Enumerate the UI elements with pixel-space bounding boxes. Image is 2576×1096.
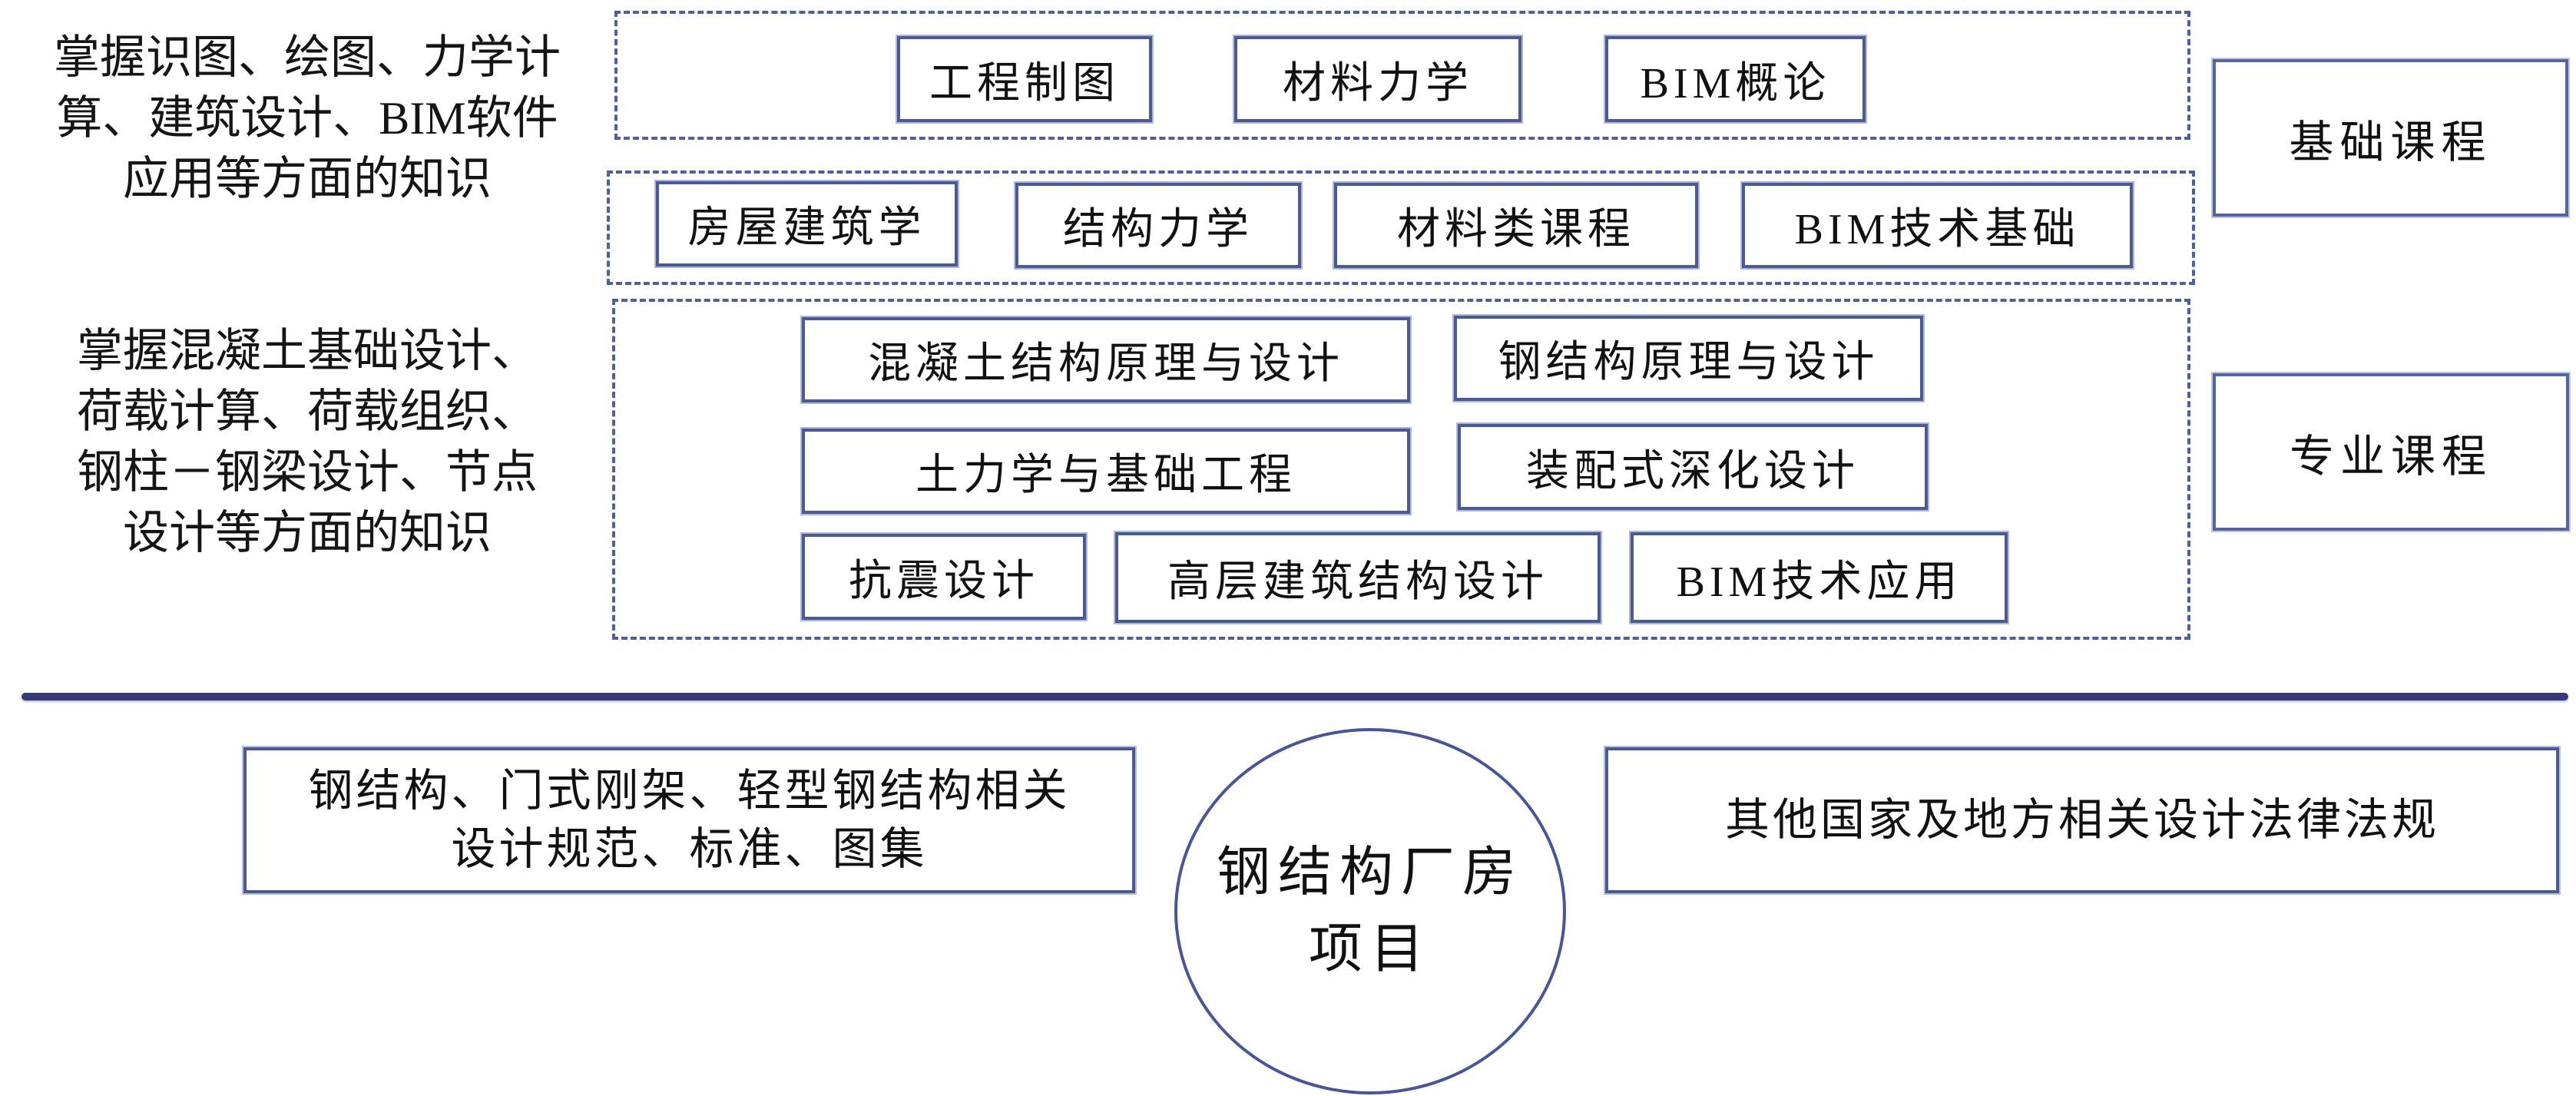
course-label: 材料力学 (1283, 59, 1473, 108)
course-group-basic-1 (614, 11, 2190, 140)
course-label: BIM技术基础 (1794, 206, 2081, 253)
course-label: 抗震设计 (849, 557, 1039, 605)
course-label: 土力学与基础工程 (916, 452, 1296, 499)
basic-knowledge-line: 掌握识图、绘图、力学计 (54, 32, 561, 83)
course-label: BIM技术应用 (1676, 558, 1962, 606)
reference-label: 其他国家及地方相关设计法律法规 (1724, 795, 2439, 845)
professional-knowledge-line: 掌握混凝土基础设计、 (77, 326, 538, 376)
category-professional-courses: 专业课程 (2213, 373, 2569, 531)
reference-box-steel-standards[interactable]: 钢结构、门式刚架、轻型钢结构相关 设计规范、标准、图集 (243, 747, 1135, 893)
course-label: BIM概论 (1640, 59, 1831, 108)
course-box-seismic-design[interactable]: 抗震设计 (802, 534, 1086, 620)
section-divider (22, 693, 2568, 700)
category-basic-courses: 基础课程 (2213, 59, 2568, 217)
reference-line: 钢结构、门式刚架、轻型钢结构相关 (308, 766, 1071, 816)
reference-line: 设计规范、标准、图集 (451, 824, 928, 874)
course-box-prefab-detailing[interactable]: 装配式深化设计 (1458, 424, 1928, 510)
course-box-materials[interactable]: 材料类课程 (1334, 183, 1698, 268)
professional-knowledge-text: 掌握混凝土基础设计、 荷载计算、荷载组织、 钢柱－钢梁设计、节点 设计等方面的知… (46, 321, 568, 564)
course-box-bim-intro[interactable]: BIM概论 (1605, 36, 1866, 122)
course-box-building-architecture[interactable]: 房屋建筑学 (656, 181, 958, 267)
course-group-professional (612, 299, 2190, 640)
course-group-basic-2 (607, 171, 2195, 285)
course-label: 结构力学 (1063, 206, 1253, 253)
course-box-structural-mechanics[interactable]: 结构力学 (1015, 183, 1301, 268)
category-label: 基础课程 (2289, 117, 2492, 167)
basic-knowledge-line: 算、建筑设计、BIM软件 (56, 93, 558, 144)
professional-knowledge-line: 设计等方面的知识 (123, 508, 492, 558)
course-box-material-mechanics[interactable]: 材料力学 (1234, 36, 1521, 122)
course-label: 工程制图 (929, 59, 1120, 108)
course-box-steel-structure-design[interactable]: 钢结构原理与设计 (1454, 316, 1923, 401)
basic-knowledge-line: 应用等方面的知识 (123, 154, 492, 204)
course-box-concrete-structure-design[interactable]: 混凝土结构原理与设计 (802, 317, 1410, 402)
project-title-line: 项目 (1309, 919, 1432, 979)
course-label: 高层建筑结构设计 (1167, 558, 1548, 606)
project-title-line: 钢结构厂房 (1217, 843, 1524, 902)
course-label: 装配式深化设计 (1526, 447, 1859, 495)
professional-knowledge-line: 荷载计算、荷载组织、 (77, 386, 538, 437)
course-box-bim-application[interactable]: BIM技术应用 (1631, 532, 2008, 623)
course-box-soil-mechanics-foundation[interactable]: 土力学与基础工程 (802, 429, 1410, 514)
course-label: 材料类课程 (1397, 206, 1635, 253)
basic-knowledge-text: 掌握识图、绘图、力学计 算、建筑设计、BIM软件 应用等方面的知识 (23, 28, 591, 210)
project-circle[interactable]: 钢结构厂房 项目 (1174, 728, 1566, 1094)
course-label: 房屋建筑学 (687, 204, 926, 252)
reference-box-laws-regulations[interactable]: 其他国家及地方相关设计法律法规 (1605, 747, 2559, 893)
course-label: 混凝土结构原理与设计 (868, 340, 1344, 388)
category-label: 专业课程 (2289, 431, 2492, 482)
course-box-high-rise-design[interactable]: 高层建筑结构设计 (1115, 532, 1601, 623)
course-box-engineering-drawing[interactable]: 工程制图 (897, 36, 1152, 122)
course-box-bim-basics[interactable]: BIM技术基础 (1742, 183, 2133, 268)
professional-knowledge-line: 钢柱－钢梁设计、节点 (77, 447, 538, 498)
course-label: 钢结构原理与设计 (1498, 339, 1879, 386)
